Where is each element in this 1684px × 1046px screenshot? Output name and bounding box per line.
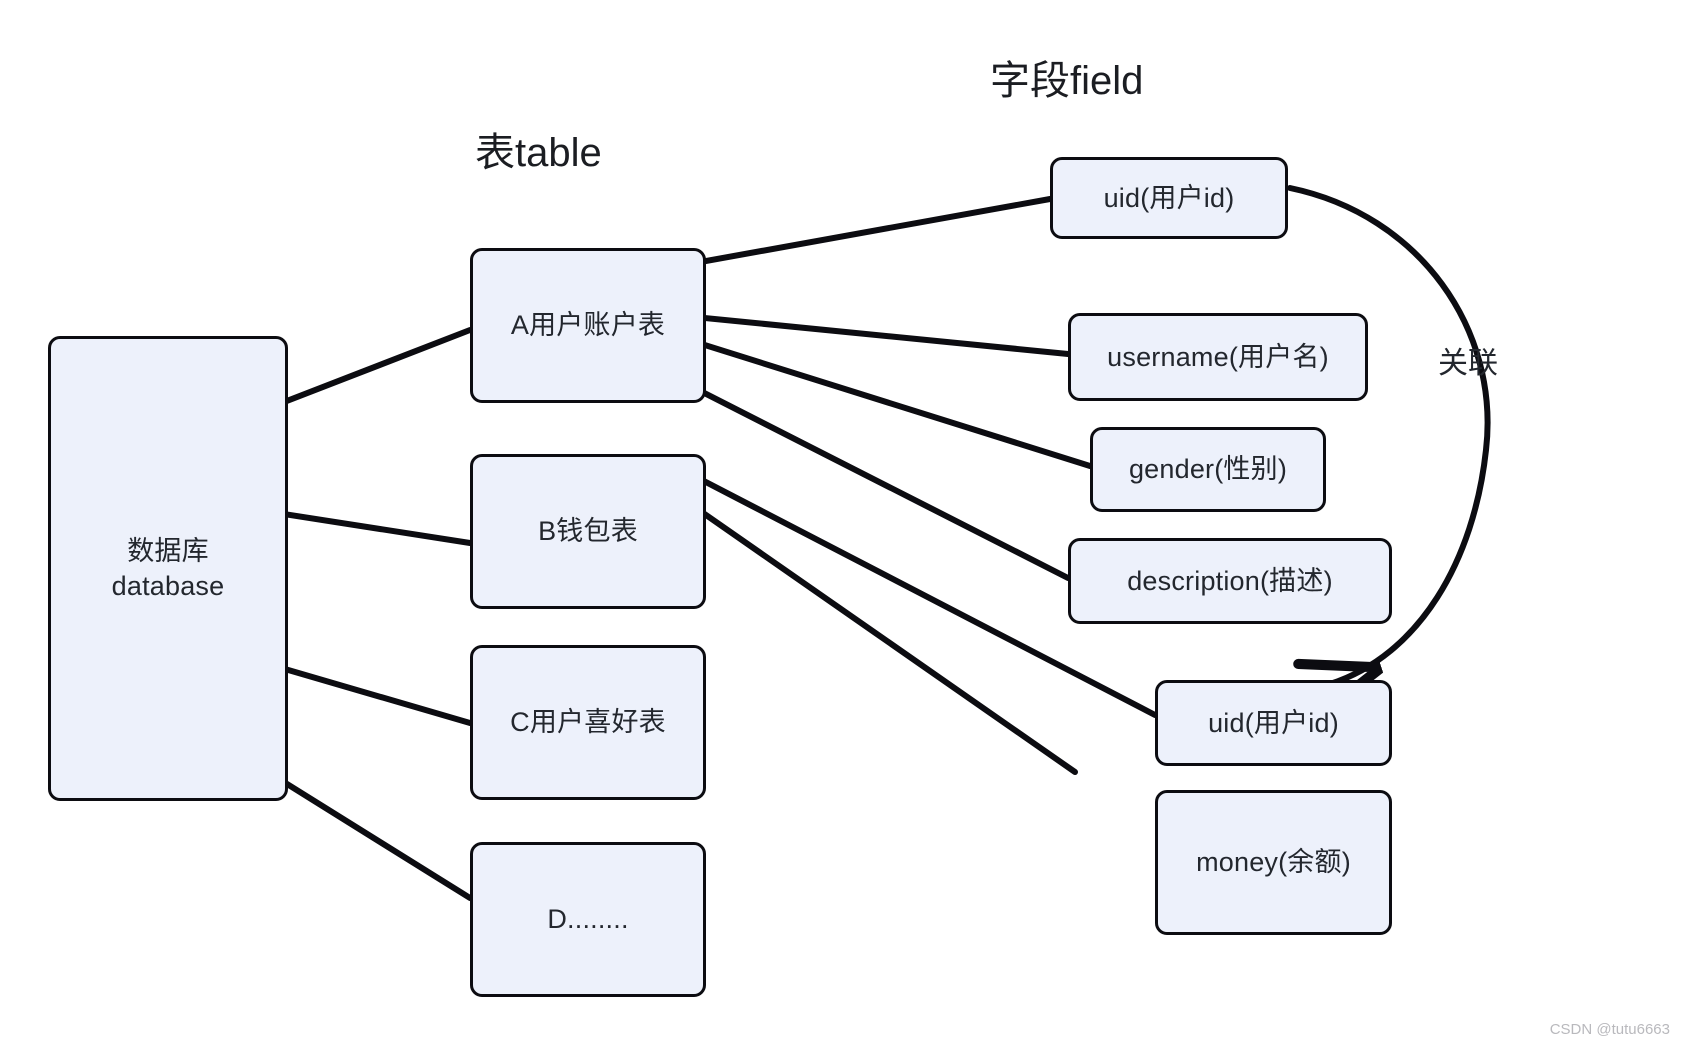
- node-field-username[interactable]: username(用户名): [1068, 313, 1368, 401]
- edge-label-relation: 关联: [1438, 347, 1498, 380]
- node-table-d[interactable]: D........: [470, 842, 706, 997]
- node-database[interactable]: 数据库 database: [48, 336, 288, 801]
- node-field-gender[interactable]: gender(性别): [1090, 427, 1326, 512]
- title-table-group: 表table: [475, 131, 602, 175]
- node-table-a[interactable]: A用户账户表: [470, 248, 706, 403]
- node-field-uid-user[interactable]: uid(用户id): [1050, 157, 1288, 239]
- node-field-description[interactable]: description(描述): [1068, 538, 1392, 624]
- node-table-c[interactable]: C用户喜好表: [470, 645, 706, 800]
- watermark: CSDN @tutu6663: [1549, 1021, 1670, 1038]
- node-table-b[interactable]: B钱包表: [470, 454, 706, 609]
- node-field-uid-wallet[interactable]: uid(用户id): [1155, 680, 1392, 766]
- node-field-money[interactable]: money(余额): [1155, 790, 1392, 935]
- edge-tableB-to-money: [670, 489, 1078, 775]
- title-field-group: 字段field: [990, 59, 1144, 103]
